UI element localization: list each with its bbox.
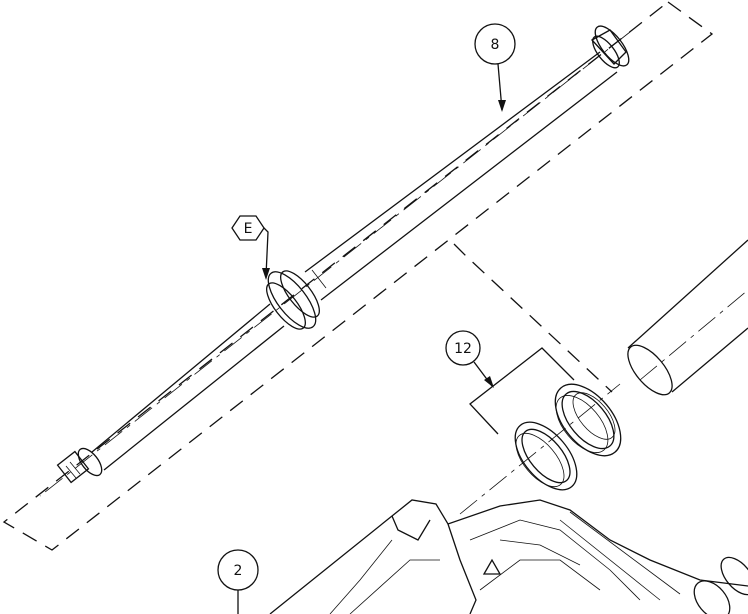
callout-8-label: 8 — [491, 37, 500, 53]
callout-12: 12 — [445, 330, 494, 388]
callout-e: E — [231, 215, 270, 280]
tube — [627, 239, 748, 396]
frame — [269, 499, 748, 614]
axle-threaded-tip — [56, 447, 103, 484]
spacer-ring — [514, 421, 578, 491]
axle-centerline — [39, 31, 631, 497]
bearing-centerline — [459, 383, 621, 515]
callout-2: 2 — [217, 549, 259, 614]
axle-group-boundary — [2, 1, 714, 551]
axle-end-cap — [590, 25, 630, 69]
bearing-group-leader — [453, 243, 613, 393]
callout-2-label: 2 — [234, 563, 243, 579]
callout-12-label: 12 — [454, 341, 472, 357]
bearing-group-bracket — [469, 347, 575, 435]
axle-collar-e — [266, 270, 320, 330]
callout-8: 8 — [474, 23, 516, 112]
bearing-ring — [554, 383, 622, 457]
callout-e-label: E — [244, 221, 253, 237]
axle-shaft — [91, 51, 618, 471]
